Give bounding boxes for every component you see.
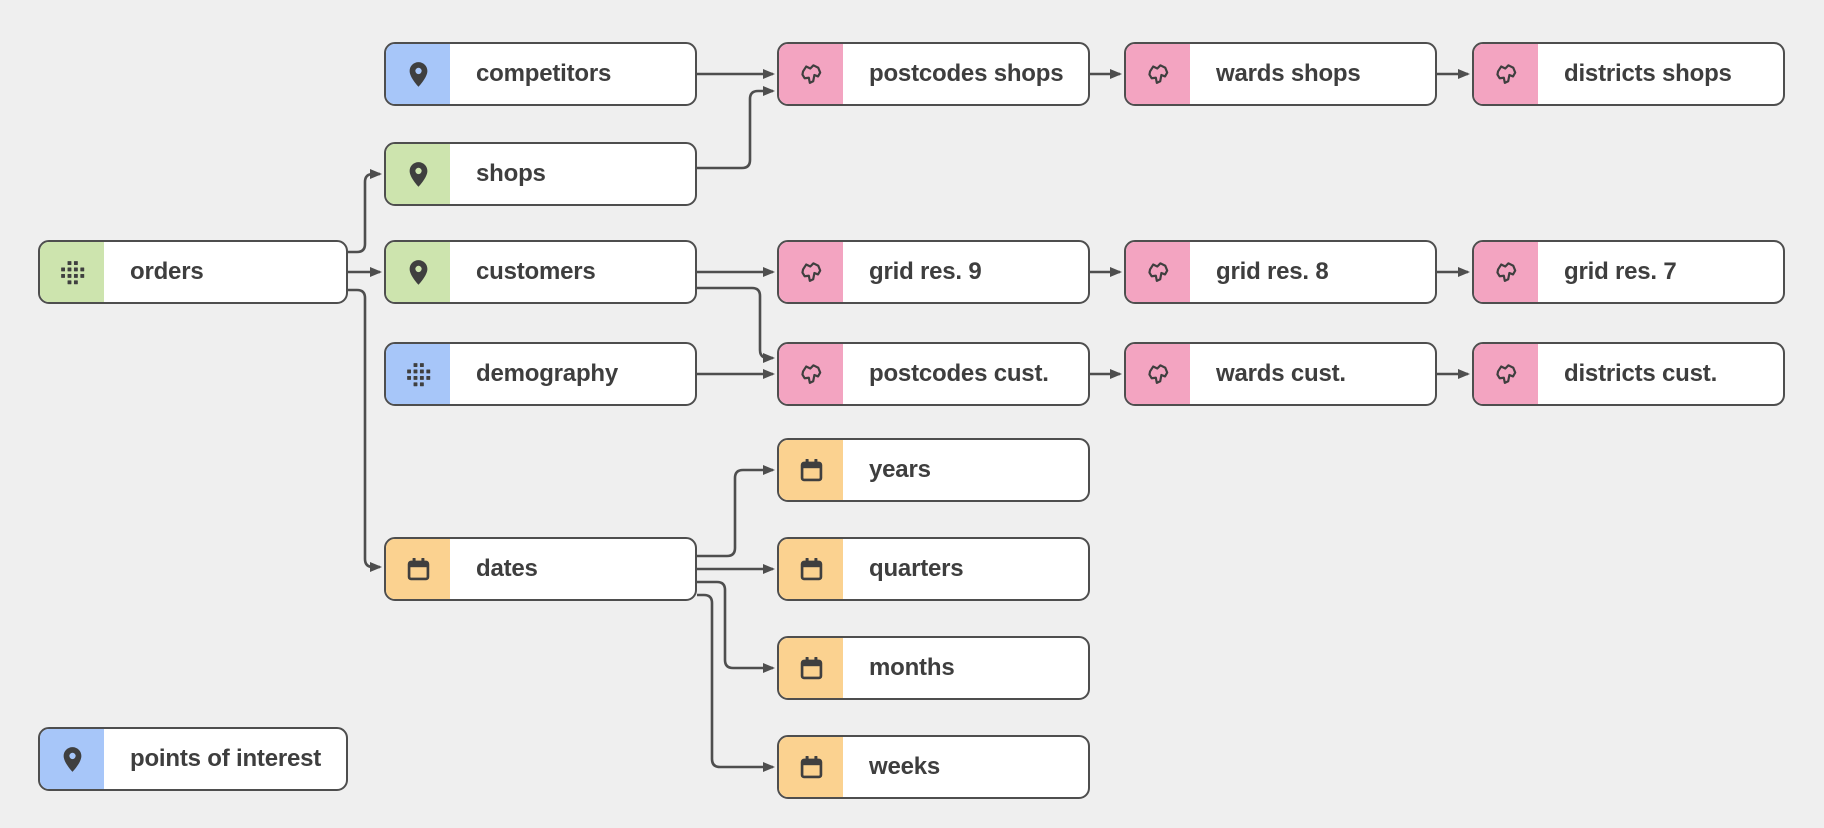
node-label: grid res. 9: [869, 258, 982, 285]
map-region-icon: [779, 44, 843, 104]
node-label: districts shops: [1564, 60, 1732, 87]
node-label: points of interest: [130, 745, 322, 772]
location-pin-icon: [386, 242, 450, 302]
calendar-icon: [779, 539, 843, 599]
node-postcodes-shops[interactable]: postcodes shops: [777, 42, 1090, 106]
node-months[interactable]: months: [777, 636, 1090, 700]
dots-grid-icon: [40, 242, 104, 302]
location-pin-icon: [386, 144, 450, 204]
node-competitors[interactable]: competitors: [384, 42, 697, 106]
node-shops[interactable]: shops: [384, 142, 697, 206]
edge-orders-dates: [348, 288, 382, 572]
location-pin-icon: [40, 729, 104, 789]
calendar-icon: [779, 440, 843, 500]
map-region-icon: [1474, 44, 1538, 104]
edge-customers-postcodes-cust: [697, 286, 775, 363]
map-region-icon: [1126, 344, 1190, 404]
map-region-icon: [1126, 242, 1190, 302]
node-orders[interactable]: orders: [38, 240, 348, 304]
node-label: months: [869, 654, 955, 681]
node-label: districts cust.: [1564, 360, 1718, 387]
node-label: shops: [476, 160, 546, 187]
node-label: postcodes shops: [869, 60, 1064, 87]
node-label: grid res. 7: [1564, 258, 1677, 285]
node-grid-res-9[interactable]: grid res. 9: [777, 240, 1090, 304]
node-label: quarters: [869, 555, 964, 582]
node-label: orders: [130, 258, 204, 285]
node-label: wards cust.: [1216, 360, 1346, 387]
node-years[interactable]: years: [777, 438, 1090, 502]
node-dates[interactable]: dates: [384, 537, 697, 601]
map-region-icon: [1126, 44, 1190, 104]
node-postcodes-cust[interactable]: postcodes cust.: [777, 342, 1090, 406]
edge-orders-shops: [348, 169, 382, 254]
node-label: competitors: [476, 60, 612, 87]
dots-grid-icon: [386, 344, 450, 404]
node-label: wards shops: [1216, 60, 1361, 87]
node-label: dates: [476, 555, 538, 582]
calendar-icon: [779, 737, 843, 797]
map-region-icon: [779, 344, 843, 404]
node-label: customers: [476, 258, 596, 285]
edge-dates-years: [697, 465, 775, 558]
calendar-icon: [779, 638, 843, 698]
node-wards-shops[interactable]: wards shops: [1124, 42, 1437, 106]
node-customers[interactable]: customers: [384, 240, 697, 304]
location-pin-icon: [386, 44, 450, 104]
map-region-icon: [1474, 242, 1538, 302]
node-wards-cust[interactable]: wards cust.: [1124, 342, 1437, 406]
node-grid-res-7[interactable]: grid res. 7: [1472, 240, 1785, 304]
node-quarters[interactable]: quarters: [777, 537, 1090, 601]
node-districts-cust[interactable]: districts cust.: [1472, 342, 1785, 406]
node-demography[interactable]: demography: [384, 342, 697, 406]
node-grid-res-8[interactable]: grid res. 8: [1124, 240, 1437, 304]
node-weeks[interactable]: weeks: [777, 735, 1090, 799]
map-region-icon: [1474, 344, 1538, 404]
edge-dates-weeks: [697, 593, 775, 772]
edge-dates-months: [697, 580, 775, 673]
edge-shops-postcodes-shops: [697, 86, 775, 170]
node-points-of-interest[interactable]: points of interest: [38, 727, 348, 791]
node-label: grid res. 8: [1216, 258, 1329, 285]
node-label: postcodes cust.: [869, 360, 1049, 387]
map-region-icon: [779, 242, 843, 302]
node-label: years: [869, 456, 931, 483]
node-label: weeks: [869, 753, 941, 780]
node-districts-shops[interactable]: districts shops: [1472, 42, 1785, 106]
node-label: demography: [476, 360, 619, 387]
calendar-icon: [386, 539, 450, 599]
